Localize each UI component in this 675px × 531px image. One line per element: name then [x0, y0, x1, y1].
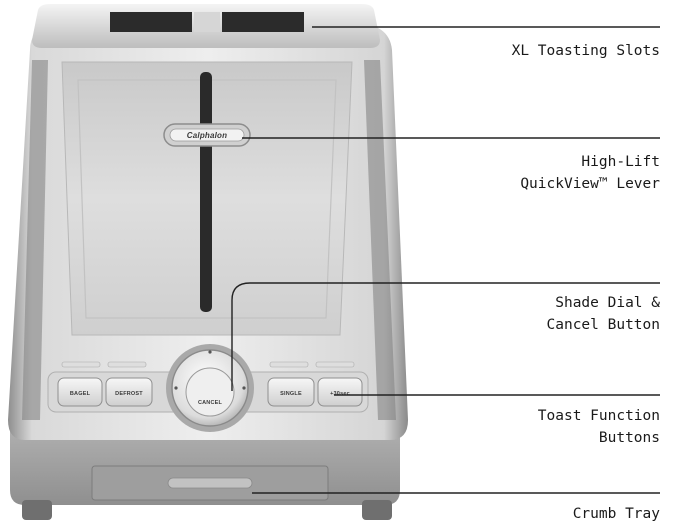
lever-badge-text: Calphalon — [187, 131, 227, 140]
side-trim-right — [364, 60, 396, 420]
lever-badge — [169, 128, 245, 142]
indicator-light — [61, 361, 101, 368]
foot-right — [362, 500, 392, 520]
bagel-button[interactable] — [57, 377, 103, 407]
cancel-button-label: CANCEL — [198, 400, 223, 406]
peek-button-label: +30sec — [330, 391, 350, 397]
toasting-slot-left — [110, 12, 192, 32]
callout-line: Toast Function — [537, 408, 660, 424]
toasting-slot-right — [222, 12, 304, 32]
cancel-button[interactable] — [185, 367, 235, 417]
indicator-light — [315, 361, 355, 368]
single-button[interactable] — [267, 377, 315, 407]
dial-tick — [242, 386, 246, 390]
callout-line: Cancel Button — [546, 317, 661, 333]
callout-line: High-Lift — [581, 154, 660, 170]
lever-track — [200, 72, 212, 312]
callout-shade-dial: Shade Dial & Cancel Button — [547, 292, 661, 336]
defrost-button-label: DEFROST — [115, 391, 143, 397]
callout-toast-function-buttons: Toast Function Buttons — [538, 405, 660, 449]
crumb-tray-handle[interactable] — [167, 477, 253, 489]
leader-line-dial — [231, 282, 660, 391]
slot-divider — [194, 12, 220, 32]
defrost-button[interactable] — [105, 377, 153, 407]
callout-line: QuickView™ Lever — [520, 176, 660, 192]
indicator-light — [107, 361, 147, 368]
dial-tick — [174, 386, 178, 390]
callout-high-lift-lever: High-Lift QuickView™ Lever — [520, 151, 660, 195]
front-panel-bevel — [77, 79, 337, 319]
callout-crumb-tray: Crumb Tray — [573, 503, 660, 525]
callout-xl-toasting-slots: XL Toasting Slots — [512, 40, 660, 62]
side-trim-left — [22, 60, 48, 420]
callout-line: XL Toasting Slots — [511, 43, 660, 59]
dial-tick — [208, 350, 212, 354]
peek-button[interactable] — [317, 377, 363, 407]
bagel-button-label: BAGEL — [70, 391, 91, 397]
callout-line: Buttons — [598, 430, 660, 446]
callout-line: Shade Dial & — [555, 295, 660, 311]
callout-line: Crumb Tray — [572, 506, 660, 522]
indicator-light — [269, 361, 309, 368]
single-button-label: SINGLE — [280, 391, 302, 397]
foot-left — [22, 500, 52, 520]
